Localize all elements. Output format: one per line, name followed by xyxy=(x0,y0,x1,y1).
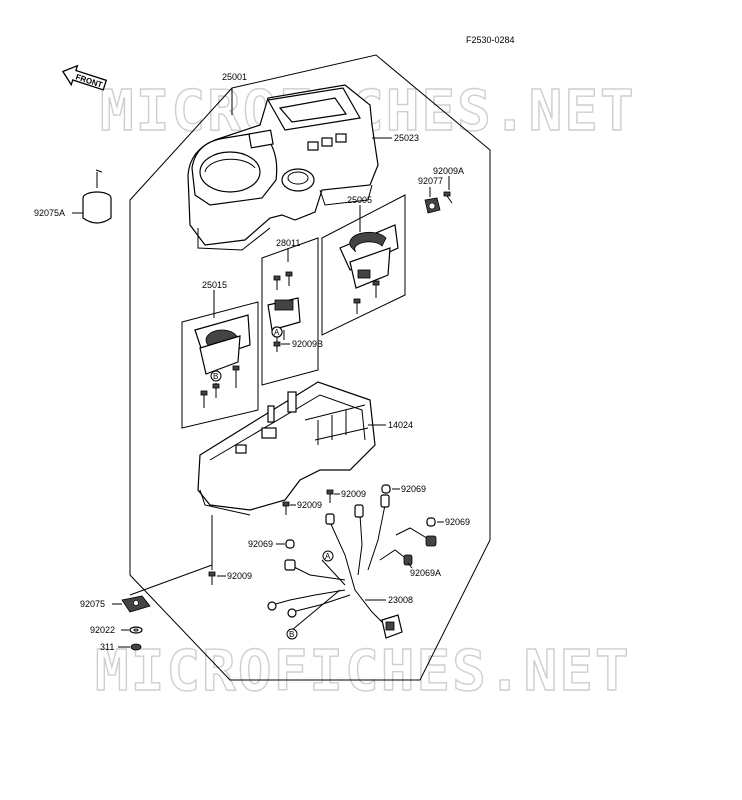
label-92069-c: 92069 xyxy=(248,539,273,549)
clamp-92069-left xyxy=(285,539,295,549)
label-92075A: 92075A xyxy=(34,208,65,218)
label-92069A: 92069A xyxy=(410,568,441,578)
meter-case-25001 xyxy=(187,84,379,251)
screw-92009-right xyxy=(326,489,334,503)
callout-a-lower: A xyxy=(325,552,331,561)
label-92022: 92022 xyxy=(90,625,115,635)
tachometer-25005 xyxy=(339,224,399,314)
watermark-bottom: MICROFICHES.NET xyxy=(95,639,631,704)
nut-311 xyxy=(130,643,142,651)
mount-92075 xyxy=(121,595,151,613)
figure-code: F2530-0284 xyxy=(466,35,515,45)
screw-92009A xyxy=(443,191,453,204)
assembly-outline xyxy=(129,54,491,681)
label-25005: 25005 xyxy=(347,195,372,205)
label-25001: 25001 xyxy=(222,72,247,82)
callout-b-upper: B xyxy=(213,372,218,381)
box-25005 xyxy=(321,194,406,336)
label-23008: 23008 xyxy=(388,595,413,605)
speedometer-25015 xyxy=(194,314,251,408)
lower-case-14024 xyxy=(197,381,376,516)
label-92077: 92077 xyxy=(418,176,443,186)
grommet-92077 xyxy=(424,197,441,214)
label-92009-c: 92009 xyxy=(227,571,252,581)
label-25023: 25023 xyxy=(394,133,419,143)
callout-a-upper: A xyxy=(274,328,280,337)
box-25015 xyxy=(181,301,259,429)
label-92009-a: 92009 xyxy=(297,500,322,510)
washer-92022 xyxy=(129,626,143,634)
label-14024: 14024 xyxy=(388,420,413,430)
label-92009A: 92009A xyxy=(433,166,464,176)
label-92075: 92075 xyxy=(80,599,105,609)
screw-92009-bottom xyxy=(208,515,216,585)
wiring-harness-23008 xyxy=(267,494,437,640)
box-28011 xyxy=(261,237,319,386)
callout-b-lower: B xyxy=(289,630,294,639)
cap-92075A xyxy=(82,169,112,224)
screw-92009-left xyxy=(282,501,290,515)
label-311: 311 xyxy=(100,642,114,652)
label-92009-b: 92009 xyxy=(341,489,366,499)
label-28011: 28011 xyxy=(276,238,300,248)
clamp-92069-top xyxy=(381,484,391,494)
label-92009B: 92009B xyxy=(292,339,323,349)
label-92069-b: 92069 xyxy=(445,517,470,527)
clamp-92069-right xyxy=(426,517,436,527)
label-25015: 25015 xyxy=(202,280,227,290)
label-92069-a: 92069 xyxy=(401,484,426,494)
